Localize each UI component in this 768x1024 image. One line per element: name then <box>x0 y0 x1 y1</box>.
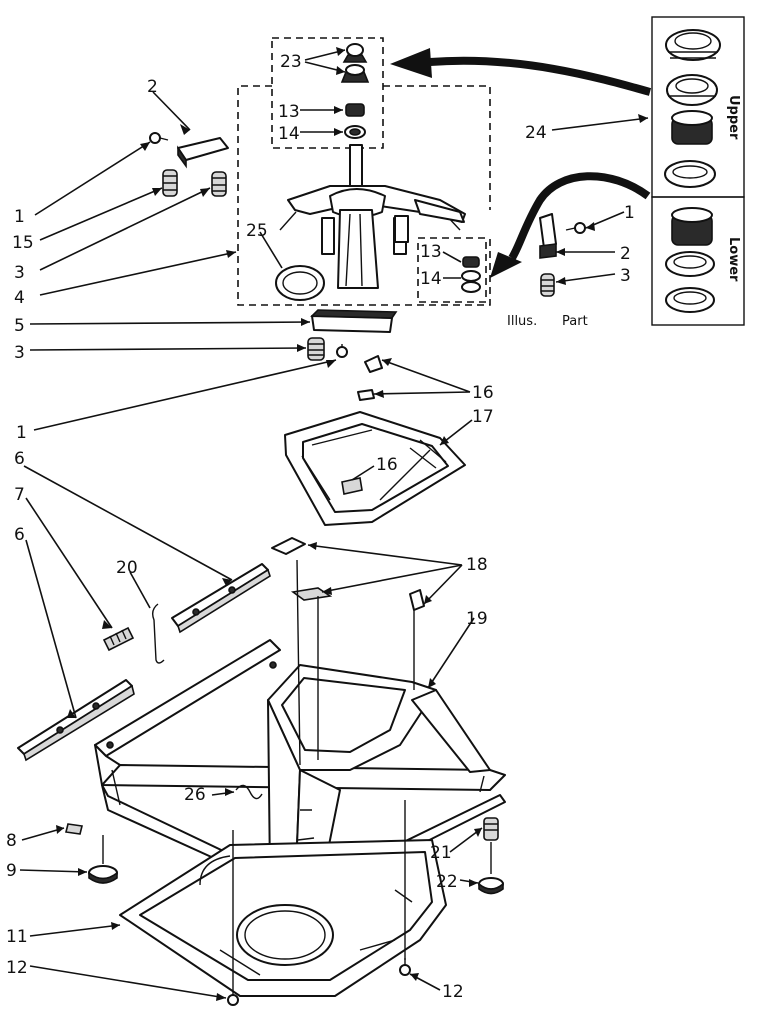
callout-13-top: 13 <box>278 102 300 122</box>
callout-3-right: 3 <box>620 266 631 286</box>
callout-labels: 23 2 13 14 24 1 15 3 25 4 1 13 2 14 3 Il… <box>6 52 635 1002</box>
plate-18-c <box>409 589 425 611</box>
callout-12-left: 12 <box>6 958 28 978</box>
plate-18-b <box>290 587 333 601</box>
right-bearing-box <box>417 237 487 303</box>
seal-ring-25 <box>275 265 325 301</box>
caption-illus: Illus. <box>507 314 537 329</box>
callout-6-upper: 6 <box>14 449 25 469</box>
snubber-bracket-2-right <box>539 213 557 259</box>
bearing-inset: Upper Lower <box>651 16 745 326</box>
callout-4: 4 <box>14 288 25 308</box>
clip-26 <box>235 784 263 800</box>
callout-9: 9 <box>6 861 17 881</box>
lower-bearing-ring-1 <box>665 251 715 277</box>
upper-bearing-ring-2 <box>666 74 718 106</box>
leveling-foot-22 <box>478 842 504 895</box>
hub-box <box>237 85 491 306</box>
callout-16-a: 16 <box>472 383 494 403</box>
screw-1-left <box>149 132 169 144</box>
screw-1-mid <box>336 344 348 358</box>
support-pan-17 <box>284 411 466 526</box>
leveling-foot-9 <box>88 835 118 884</box>
leader-lines <box>19 49 649 999</box>
lower-needle-bearing <box>671 207 713 246</box>
callout-25: 25 <box>246 221 268 241</box>
callout-2-top: 2 <box>147 77 158 97</box>
pin-8 <box>65 823 83 835</box>
callout-13-right: 13 <box>420 242 442 262</box>
bushing-13-top <box>345 103 365 117</box>
upper-bearing-ring-3 <box>664 160 716 188</box>
callout-14-right: 14 <box>420 269 442 289</box>
callout-1-right: 1 <box>624 203 635 223</box>
callout-3-mid: 3 <box>14 343 25 363</box>
drive-hub-assembly <box>279 144 466 289</box>
callout-5: 5 <box>14 316 25 336</box>
callout-15: 15 <box>12 233 34 253</box>
callout-3-left: 3 <box>14 263 25 283</box>
callout-22: 22 <box>436 872 458 892</box>
spring-3-mid <box>307 337 325 361</box>
screw-1-right <box>565 222 586 234</box>
screw-12-right <box>399 958 411 976</box>
upper-needle-bearing <box>671 110 713 145</box>
plate-18-a <box>271 537 306 555</box>
spring-3-right <box>540 273 555 297</box>
washer-14-top <box>344 125 366 139</box>
spring-7 <box>102 626 135 652</box>
spring-15 <box>162 169 178 197</box>
callout-8: 8 <box>6 831 17 851</box>
snubber-5 <box>310 309 398 333</box>
clip-16-a <box>364 355 383 373</box>
snubber-bracket-2-left <box>177 137 229 169</box>
callout-2-right: 2 <box>620 244 631 264</box>
screw-12-left <box>227 990 239 1006</box>
spindle-caps-23 <box>340 43 370 83</box>
clip-16-b <box>357 389 375 401</box>
callout-23: 23 <box>280 52 302 72</box>
callout-21: 21 <box>430 843 452 863</box>
callout-18: 18 <box>466 555 488 575</box>
spring-3-left <box>211 171 227 197</box>
hook-20 <box>151 603 165 664</box>
callout-6-lower: 6 <box>14 525 25 545</box>
upper-label: Upper <box>726 95 741 140</box>
leader-arrowheads <box>56 47 648 1001</box>
callout-1-left: 1 <box>14 207 25 227</box>
transfer-arrows <box>390 48 652 278</box>
callout-24: 24 <box>525 123 547 143</box>
upper-bearing-ring-1 <box>665 29 721 61</box>
callout-11: 11 <box>6 927 28 947</box>
lower-bearing-ring-2 <box>665 287 715 313</box>
bushing-13-right <box>462 256 480 268</box>
rail-6-upper <box>171 563 271 634</box>
callout-17: 17 <box>472 407 494 427</box>
spindle-box <box>271 37 384 149</box>
callout-14-top: 14 <box>278 124 300 144</box>
lower-label: Lower <box>726 237 741 282</box>
caption-part: Part <box>562 314 588 329</box>
callout-16-b: 16 <box>376 455 398 475</box>
callout-19: 19 <box>466 609 488 629</box>
spacer-21 <box>483 817 499 841</box>
callout-12-right: 12 <box>442 982 464 1002</box>
callout-7: 7 <box>14 485 25 505</box>
callout-20: 20 <box>116 558 138 578</box>
callout-26: 26 <box>184 785 206 805</box>
callout-1-mid: 1 <box>16 423 27 443</box>
washer-14-right <box>461 270 481 293</box>
base-pan-11 <box>119 839 447 997</box>
